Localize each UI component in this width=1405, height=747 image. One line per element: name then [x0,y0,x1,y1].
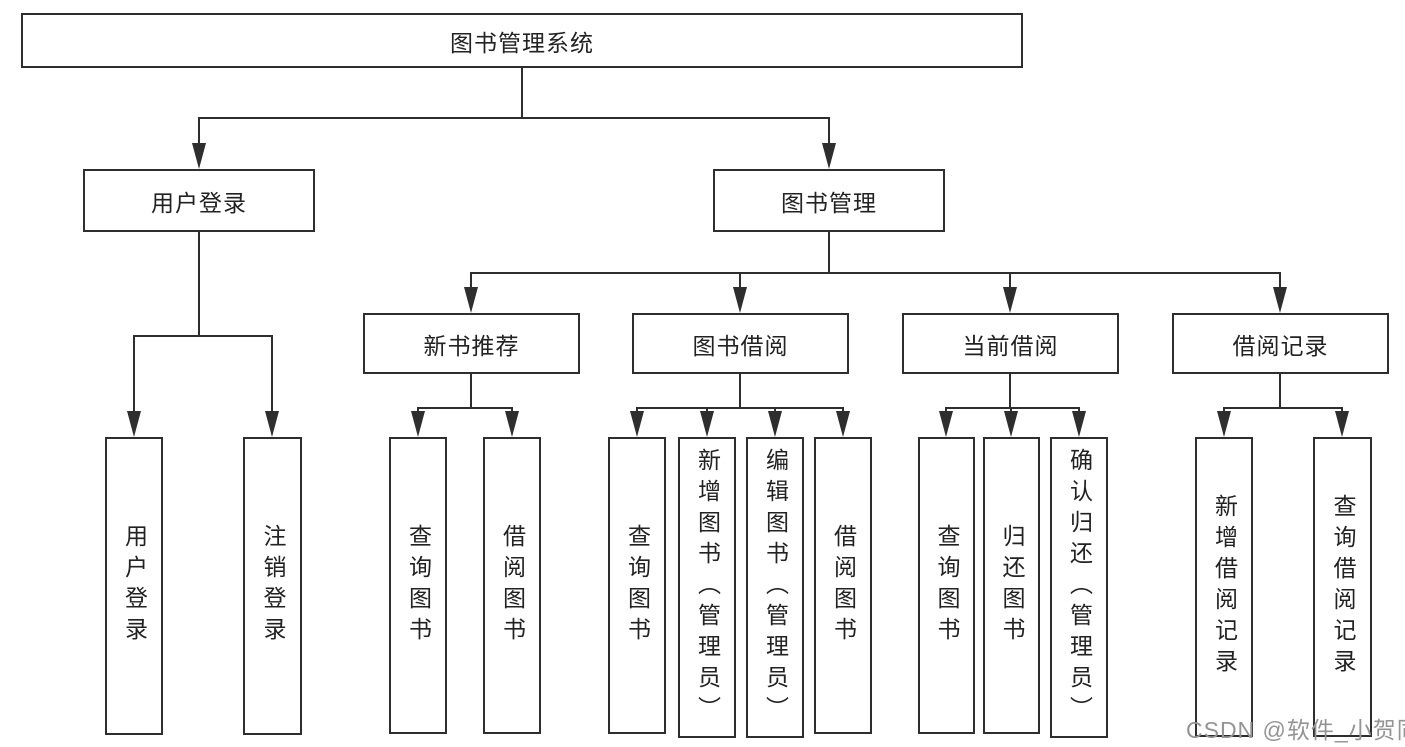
arrow-head-icon [768,411,782,437]
node-book-borrowing: 图书借阅 [632,313,849,374]
node-leaf-confirm-return: 确认归还（管理员） [1050,437,1108,738]
arrow-stem [271,336,273,415]
node-label-borrowing-records: 借阅记录 [1232,332,1329,359]
arrow-stem [828,118,830,147]
node-current-borrowing: 当前借阅 [902,313,1119,374]
node-label-leaf-query-book-cur: 查询图书 [934,523,960,648]
arrow-head-icon [1335,411,1349,437]
node-label-new-book-recommend: 新书推荐 [423,332,520,359]
node-label-leaf-confirm-return: 确认归还（管理员） [1066,448,1093,727]
node-label-root: 图书管理系统 [450,29,594,56]
node-label-leaf-edit-book-admin: 编辑图书（管理员） [762,448,789,727]
node-label-leaf-add-book-admin: 新增图书（管理员） [694,448,721,727]
node-leaf-add-borrow-record: 新增借阅记录 [1195,437,1253,737]
arrow-head-icon [1003,287,1017,313]
node-leaf-query-borrow-record: 查询借阅记录 [1313,437,1372,737]
arrow-stem [739,273,741,291]
node-book-management: 图书管理 [713,169,945,232]
node-leaf-edit-book-admin: 编辑图书（管理员） [746,437,804,738]
connector-line [417,407,513,409]
node-label-user-login: 用户登录 [151,189,247,216]
node-label-leaf-query-borrow-record: 查询借阅记录 [1330,494,1356,680]
node-label-leaf-add-borrow-record: 新增借阅记录 [1211,494,1238,680]
node-label-leaf-borrow-book-rec: 借阅图书 [499,523,526,648]
arrow-stem [133,336,135,415]
node-borrowing-records: 借阅记录 [1172,313,1389,374]
connector-line [828,232,830,273]
arrow-stem [470,273,472,291]
node-leaf-return-book: 归还图书 [983,437,1040,734]
arrow-head-icon [127,411,141,437]
arrow-head-icon [630,411,644,437]
node-root: 图书管理系统 [21,13,1023,68]
connector-line [739,374,741,408]
connector-line [521,68,523,118]
node-label-current-borrowing: 当前借阅 [962,332,1059,359]
arrow-stem [1279,273,1281,291]
node-leaf-add-book-admin: 新增图书（管理员） [678,437,736,738]
arrow-head-icon [265,411,279,437]
node-leaf-query-book-cur: 查询图书 [918,437,975,734]
connector-line [1279,374,1281,408]
arrow-head-icon [1004,411,1018,437]
arrow-head-icon [411,411,425,437]
node-leaf-borrow-book-rec: 借阅图书 [483,437,541,734]
node-leaf-logout: 注销登录 [243,437,302,735]
node-leaf-borrow-book-borrow: 借阅图书 [814,437,872,734]
node-user-login: 用户登录 [83,169,315,232]
connector-line [1009,374,1011,408]
connector-line [133,335,273,337]
node-label-leaf-query-book-rec: 查询图书 [405,523,432,648]
node-label-leaf-return-book: 归还图书 [999,523,1025,648]
node-leaf-user-login: 用户登录 [105,437,163,735]
node-label-leaf-user-login: 用户登录 [121,524,148,648]
node-label-book-borrowing: 图书借阅 [692,332,789,359]
arrow-head-icon [464,287,478,313]
connector-line [636,407,844,409]
node-label-leaf-logout: 注销登录 [260,524,286,648]
node-leaf-query-book-rec: 查询图书 [389,437,447,734]
arrow-stem [1009,273,1011,291]
arrow-head-icon [822,143,836,169]
connector-line [470,374,472,408]
arrow-head-icon [836,411,850,437]
connector-line [470,272,1281,274]
connector-line [198,117,830,119]
node-leaf-query-book-borrow: 查询图书 [608,437,666,734]
arrow-head-icon [939,411,953,437]
arrow-head-icon [505,411,519,437]
connector-line [945,407,1080,409]
node-label-leaf-query-book-borrow: 查询图书 [624,523,651,648]
arrow-head-icon [733,287,747,313]
node-label-leaf-borrow-book-borrow: 借阅图书 [830,523,857,648]
connector-line [1223,407,1343,409]
node-label-book-management: 图书管理 [781,189,877,216]
arrow-head-icon [700,411,714,437]
watermark: CSDN @软件_小贺同学 [1186,717,1405,743]
arrow-head-icon [192,143,206,169]
node-new-book-recommend: 新书推荐 [363,313,580,374]
arrow-stem [198,118,200,147]
arrow-head-icon [1072,411,1086,437]
connector-line [198,232,200,336]
arrow-head-icon [1217,411,1231,437]
arrow-head-icon [1273,287,1287,313]
